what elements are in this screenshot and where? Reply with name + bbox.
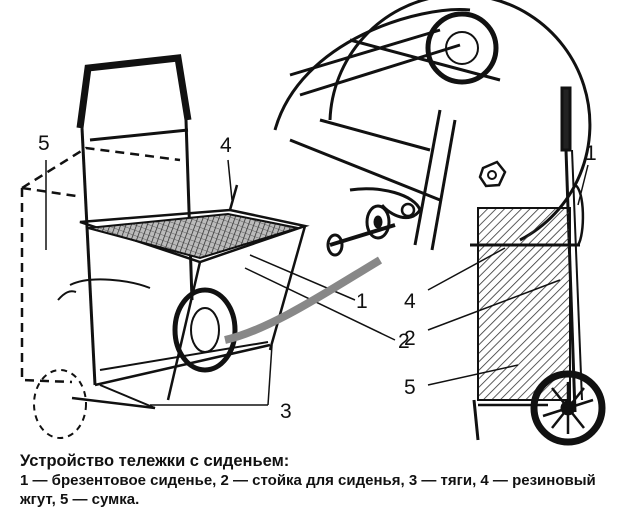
caption-text: 1 — брезентовое сиденье, 2 — стойка для … [20,472,596,508]
dashed-front-wheel [33,369,87,439]
bag-outline [20,146,181,384]
cart-wheel [172,287,238,373]
canvas-seat [87,212,299,260]
folded-handle [560,86,572,152]
callout-1-right: 1 [585,142,597,165]
bag-hatched [477,207,571,401]
callout-4-right: 4 [404,290,416,313]
callout-2-left: 2 [398,330,410,353]
figure-caption: Устройство тележки с сиденьем: 1 — брезе… [20,452,610,509]
callout-3-left: 3 [280,400,292,423]
callout-4-left: 4 [220,134,232,157]
cart-handle [76,54,192,129]
callout-2-right: 2 [404,327,416,350]
folded-wheel [530,370,606,446]
callout-1-left: 1 [356,290,368,313]
callout-5-right: 5 [404,376,416,399]
cart-diagram: 5 4 1 2 3 1 4 2 5 [20,0,606,446]
folded-cart [427,86,606,446]
cart-with-seat [20,54,396,439]
caption-title: Устройство тележки с сиденьем: [20,452,290,470]
detail-zoom [224,0,592,344]
callout-labels: 5 4 1 2 3 1 4 2 5 [38,132,597,423]
callout-5-left: 5 [38,132,50,155]
